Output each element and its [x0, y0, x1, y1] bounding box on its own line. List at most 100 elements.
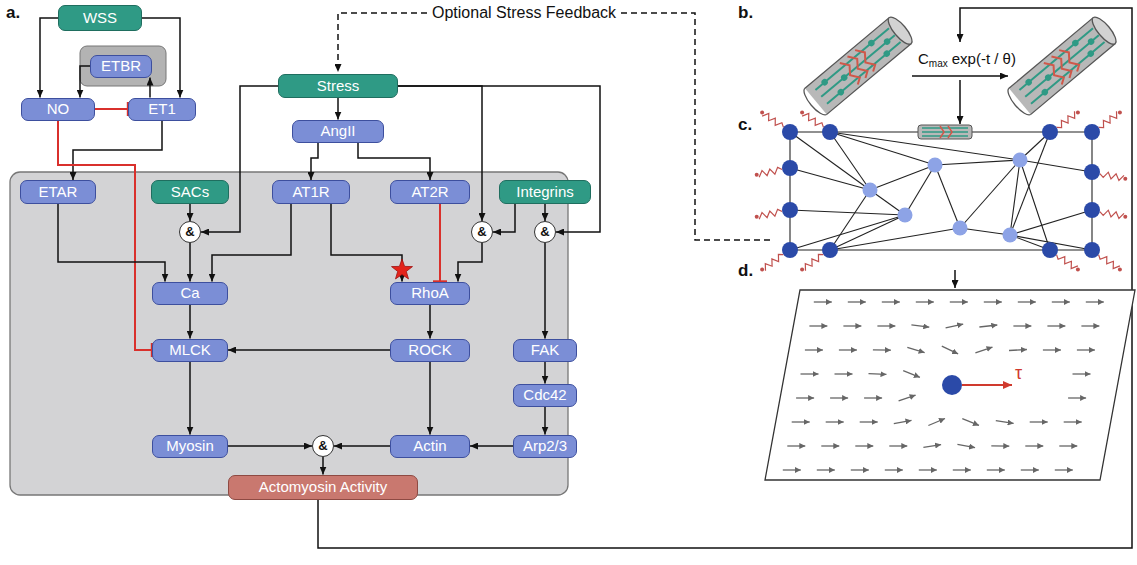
field-vector — [869, 373, 887, 375]
stimulus-box: Integrins — [499, 180, 591, 204]
boundary-cell — [1042, 124, 1058, 140]
drawing-part — [755, 111, 1128, 272]
formula-text: exp(-t / θ) — [952, 50, 1016, 67]
node-label: MLCK — [169, 342, 211, 359]
spring-anchor — [1118, 111, 1122, 115]
drawing-part — [392, 259, 413, 279]
node-label: Integrins — [516, 184, 574, 201]
field-vector — [928, 419, 945, 426]
activation-connector — [189, 362, 191, 435]
activation-connector — [201, 86, 278, 232]
boundary-spring — [762, 114, 783, 128]
interior-cell — [898, 208, 913, 223]
activation-connector — [58, 204, 165, 282]
node-label: Myosin — [166, 438, 214, 455]
inhibition-connector — [95, 108, 128, 110]
activation-connector — [470, 445, 513, 447]
node-label: Arp2/3 — [523, 438, 567, 455]
drawing-part — [765, 290, 1135, 480]
activation-connector — [189, 204, 191, 221]
and-gate: & — [312, 435, 334, 457]
stimulus-box: Stress — [278, 74, 398, 98]
and-gate: & — [534, 221, 556, 243]
boundary-spring — [759, 209, 782, 219]
output-box: Actomyosin Activity — [228, 475, 418, 500]
field-vector — [962, 419, 979, 426]
crosslink — [948, 126, 952, 138]
node-label: ETBR — [101, 58, 141, 75]
network-link — [790, 132, 870, 190]
network-link — [972, 131, 1050, 132]
field-vector — [885, 469, 903, 470]
activation-connector — [322, 457, 324, 475]
field-vector — [1025, 445, 1043, 446]
field-vector — [882, 301, 900, 302]
field-vector — [860, 421, 878, 422]
node-label: & — [540, 225, 549, 239]
field-vector — [814, 301, 832, 302]
field-vector — [839, 349, 857, 350]
node-label: ROCK — [408, 342, 451, 359]
node-label: AT2R — [411, 184, 448, 201]
field-vector — [950, 301, 968, 302]
field-vector — [801, 373, 819, 374]
interior-cell — [1003, 228, 1018, 243]
boundary-cell — [782, 202, 798, 218]
boundary-cell — [782, 160, 798, 176]
field-vector — [996, 421, 1014, 424]
activation-connector — [429, 362, 431, 435]
inhibition-connector — [439, 204, 441, 282]
spring-anchor — [1076, 111, 1080, 115]
boundary-spring — [1099, 111, 1117, 127]
network-link — [1010, 210, 1092, 235]
node-label: Actomyosin Activity — [259, 479, 387, 496]
boundary-spring — [1100, 172, 1124, 180]
node-label: Ca — [180, 285, 199, 302]
node-label: ET1 — [148, 101, 176, 118]
drawing-part — [959, 80, 961, 124]
field-vector — [1047, 325, 1065, 326]
drawing-part — [80, 46, 166, 86]
network-link — [870, 165, 935, 190]
node-label: & — [477, 225, 486, 239]
signal-box: RhoA — [390, 282, 470, 305]
boundary-cell — [1084, 242, 1100, 258]
network-link — [830, 215, 905, 250]
boundary-spring — [805, 254, 823, 270]
field-vector — [796, 397, 814, 398]
spring-anchor — [755, 215, 759, 219]
spring-anchor — [760, 111, 764, 115]
boundary-cell — [1084, 164, 1100, 180]
network-link — [1010, 132, 1050, 235]
fiber-strand — [922, 127, 968, 128]
field-vector — [1081, 325, 1099, 326]
panel-label: a. — [6, 4, 20, 23]
activation-connector — [311, 143, 318, 181]
field-vector — [923, 445, 941, 448]
field-vector — [1013, 325, 1031, 326]
field-vector — [783, 469, 801, 470]
boundary-cell — [1084, 202, 1100, 218]
stimulus-box: WSS — [58, 5, 142, 31]
signal-box: ROCK — [390, 339, 470, 362]
field-vector — [899, 395, 916, 401]
boundary-cell — [1084, 124, 1100, 140]
activation-connector — [544, 243, 546, 339]
network-link — [830, 132, 1020, 160]
spring-anchor — [800, 111, 804, 115]
spring-anchor — [755, 173, 759, 177]
boundary-spring — [1057, 255, 1078, 269]
boundary-spring — [1100, 210, 1124, 218]
field-vector — [1018, 301, 1036, 302]
network-link — [790, 215, 905, 250]
drawing-part — [954, 270, 956, 288]
boundary-spring — [759, 167, 782, 177]
signal-box: Arp2/3 — [513, 435, 577, 458]
activation-connector — [228, 445, 312, 447]
signal-box: Myosin — [152, 435, 228, 458]
fiber-strand — [922, 135, 968, 136]
field-vector — [848, 301, 866, 302]
field-vector — [894, 420, 912, 423]
activation-connector — [544, 362, 546, 384]
